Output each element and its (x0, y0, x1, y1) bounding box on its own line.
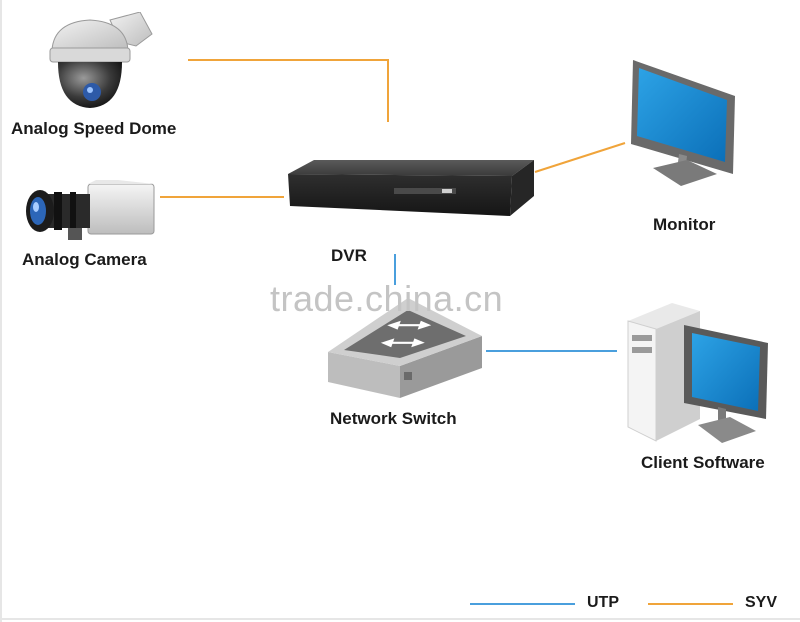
dvr-icon (288, 160, 534, 216)
speed-dome-camera-icon (49, 12, 153, 108)
network-switch-icon (328, 298, 482, 398)
frame-bottom-border (0, 618, 800, 620)
speed-dome-label: Analog Speed Dome (11, 119, 177, 138)
watermark-text: trade.china.cn (270, 278, 504, 319)
syv-line-speed-dome (188, 59, 389, 122)
frame-left-border (0, 0, 2, 622)
legend-syv-line (648, 603, 733, 605)
legend-syv-label: SYV (745, 594, 778, 611)
dvr-label: DVR (331, 246, 367, 265)
client-pc-icon (627, 303, 768, 443)
camera-label: Analog Camera (22, 250, 147, 269)
syv-line-monitor (534, 142, 626, 173)
switch-label: Network Switch (330, 409, 457, 428)
legend-utp-label: UTP (587, 594, 619, 611)
monitor-icon (631, 60, 735, 186)
monitor-label: Monitor (653, 215, 716, 234)
box-camera-icon (26, 180, 155, 240)
legend-utp-line (470, 603, 575, 605)
client-label: Client Software (641, 453, 765, 472)
